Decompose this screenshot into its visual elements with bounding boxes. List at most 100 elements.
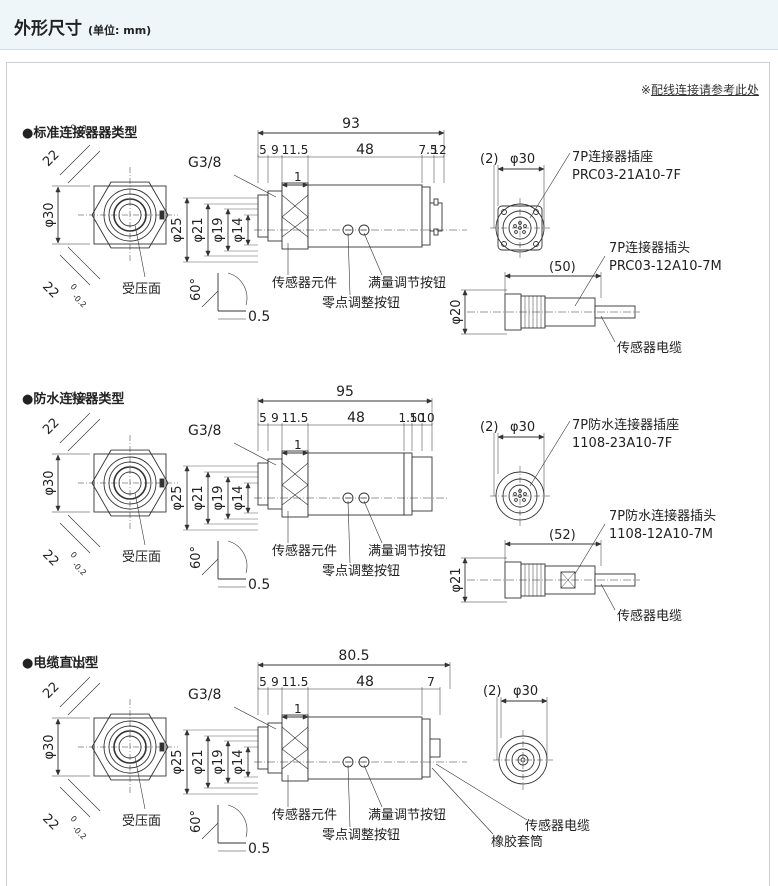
- cable-label: 传感器电缆: [525, 818, 590, 834]
- dia-label: φ19: [211, 217, 226, 242]
- plug-model: PRC03-12A10-7M: [609, 259, 722, 274]
- dia-label: φ14: [231, 217, 246, 242]
- dim-22-bottom: 22: [39, 547, 61, 569]
- pressure-face-label: 受压面: [122, 814, 161, 829]
- segment-label: 9: [271, 411, 279, 425]
- connector-end-view: (2) φ30 7P防水连接器插座 1108-23A10-7F: [480, 417, 679, 526]
- plug-dia-label: φ21: [449, 567, 464, 592]
- span-button-label: 满量调节按钮: [368, 808, 446, 823]
- title-text: 外形尺寸: [14, 19, 82, 39]
- plug-length-label: (52): [549, 528, 576, 543]
- dim-22-bottom: 22: [39, 279, 61, 301]
- segment-label: 1.5: [398, 411, 417, 425]
- tol-top: 0: [69, 282, 79, 292]
- total-length-label: 93: [342, 116, 360, 132]
- tol-top: 0: [69, 550, 79, 560]
- plug-label: 7P连接器插头: [609, 240, 690, 256]
- tol-top: 0: [69, 654, 79, 664]
- wiring-link[interactable]: 配线连接请参考此处: [650, 83, 759, 97]
- unit-label: (单位: mm): [88, 24, 152, 37]
- socket-label: 7P连接器插座: [572, 149, 653, 165]
- segment-label: 7: [427, 675, 435, 689]
- plug-view: φ21 (52) 7P防水连接器插头 1108-12A10-7M 传感器电缆: [449, 508, 716, 624]
- one-label: 1: [294, 438, 302, 452]
- tol-bot: -0.2: [71, 824, 88, 841]
- segment-label: 12: [431, 143, 446, 157]
- pressure-face-label: 受压面: [122, 282, 161, 297]
- plug-dia-label: φ20: [449, 299, 464, 324]
- segment-label: 5: [259, 411, 267, 425]
- sensor-element-label: 传感器元件: [272, 275, 337, 291]
- tol-bot: -0.2: [71, 560, 88, 577]
- dim-22-bottom: 22: [39, 811, 61, 833]
- clearance-label: (2): [480, 152, 498, 167]
- dim-22-top: 22: [40, 680, 62, 702]
- segment-label: 7.5: [418, 143, 437, 157]
- pressure-face-label: 受压面: [122, 550, 161, 565]
- section-title-waterproof: ●防水连接器类型: [22, 392, 125, 407]
- thread-label: G3/8: [188, 423, 221, 439]
- segment-label: 9: [271, 675, 279, 689]
- sensor-element-label: 传感器元件: [272, 807, 337, 823]
- zero-button-label: 零点调整按钮: [322, 828, 400, 843]
- section-title-standard: ●标准连接器器类型: [22, 126, 138, 141]
- page-header: 外形尺寸 (单位: mm): [0, 0, 778, 50]
- dia-label: φ25: [170, 217, 185, 242]
- dia30-label: φ30: [42, 470, 57, 495]
- total-length-label: 80.5: [338, 648, 369, 664]
- socket-dia-label: φ30: [510, 420, 535, 435]
- dia-label: φ21: [191, 217, 206, 242]
- clearance-label: (2): [483, 684, 501, 699]
- chamfer-label: 0.5: [248, 841, 270, 857]
- dia-label: φ14: [231, 485, 246, 510]
- total-length-label: 95: [336, 384, 354, 400]
- segment-label: 10: [409, 411, 424, 425]
- section-title-cable: ●电缆直出型: [22, 656, 99, 671]
- plug-model: 1108-12A10-7M: [609, 527, 713, 542]
- dia30-label: φ30: [42, 734, 57, 759]
- socket-dia-label: φ30: [513, 684, 538, 699]
- thread-label: G3/8: [188, 155, 221, 171]
- dim-22-top: 22: [40, 148, 62, 170]
- clearance-label: (2): [480, 420, 498, 435]
- tol-top: 0: [69, 390, 79, 400]
- sensor-element-label: 传感器元件: [272, 543, 337, 559]
- plug-label: 7P防水连接器插头: [609, 508, 716, 524]
- span-button-label: 满量调节按钮: [368, 544, 446, 559]
- angle-label: 60°: [189, 810, 204, 833]
- tol-top: 0: [69, 122, 79, 132]
- segment-label: 11.5: [282, 411, 309, 425]
- cable-label: 传感器电缆: [617, 608, 682, 624]
- segment-label: 48: [356, 142, 374, 158]
- dia-label: φ25: [170, 485, 185, 510]
- span-button-label: 满量调节按钮: [368, 276, 446, 291]
- dia-label: φ14: [231, 749, 246, 774]
- dia-label: φ25: [170, 749, 185, 774]
- socket-label: 7P防水连接器插座: [572, 417, 679, 433]
- boot-label: 橡胶套筒: [491, 834, 543, 850]
- dia-label: φ19: [211, 485, 226, 510]
- cable-label: 传感器电缆: [617, 340, 682, 356]
- socket-dia-label: φ30: [510, 152, 535, 167]
- dia-label: φ21: [191, 749, 206, 774]
- socket-model: 1108-23A10-7F: [572, 436, 672, 451]
- tol-top: 0: [69, 814, 79, 824]
- thread-label: G3/8: [188, 687, 221, 703]
- chamfer-label: 0.5: [248, 309, 270, 325]
- one-label: 1: [294, 170, 302, 184]
- segment-label: 11.5: [282, 675, 309, 689]
- zero-button-label: 零点调整按钮: [322, 296, 400, 311]
- chamfer-label: 0.5: [248, 577, 270, 593]
- dia-label: φ21: [191, 485, 206, 510]
